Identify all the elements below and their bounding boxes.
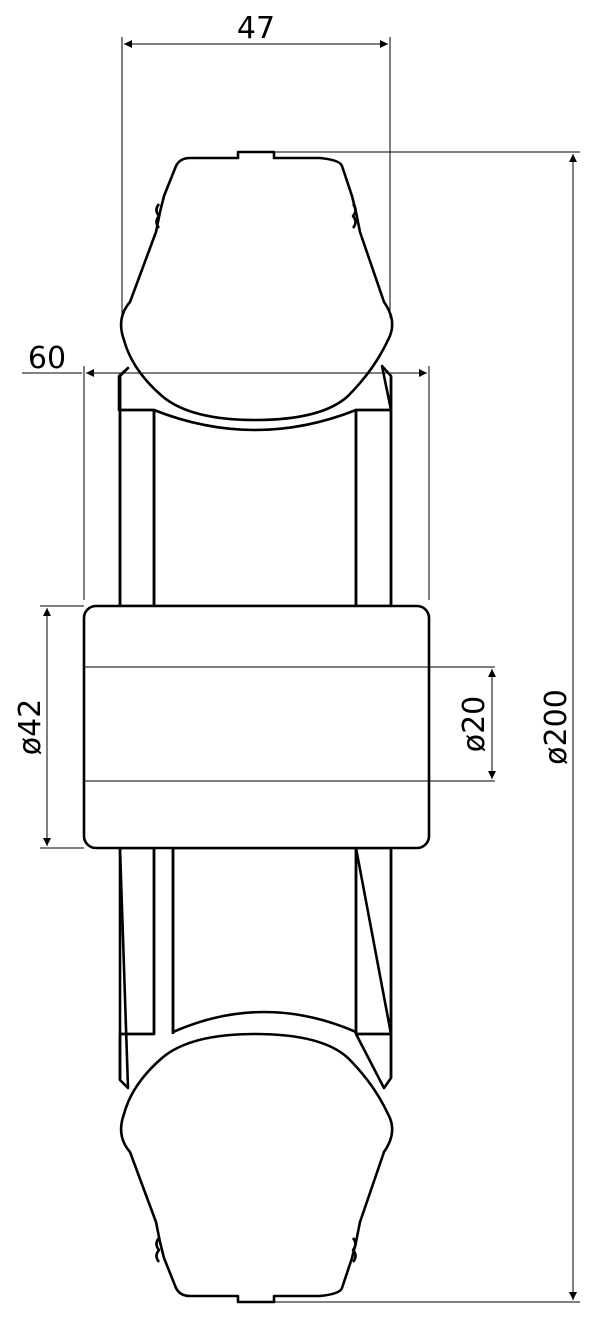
lower-tire — [119, 1032, 394, 1304]
upper-left-flange — [117, 366, 156, 608]
hub-body — [82, 604, 431, 850]
upper-tire-section — [119, 150, 394, 422]
lower-left-flange — [118, 846, 156, 1090]
dimension-hub-diameter: ø42 — [13, 605, 84, 849]
hub — [82, 604, 495, 850]
wheel-diameter-label: ø200 — [539, 689, 574, 765]
hub-length-label: 60 — [28, 341, 66, 376]
tire-width-label: 47 — [237, 11, 275, 46]
dimension-bore-diameter: ø20 — [457, 669, 496, 779]
upper-center-web — [152, 408, 358, 608]
bore-diameter-label: ø20 — [457, 696, 492, 753]
lower-right-flange — [354, 846, 393, 1090]
dimension-tire-width: 47 — [121, 11, 391, 318]
upper-tire — [119, 150, 394, 422]
hub-diameter-label: ø42 — [13, 699, 48, 756]
lower-tire-section — [119, 1032, 394, 1304]
dimension-hub-length: 60 — [22, 341, 430, 600]
dimension-wheel-diameter: ø200 — [274, 151, 580, 1303]
upper-right-flange — [354, 364, 393, 608]
lower-center-web — [171, 846, 358, 1034]
